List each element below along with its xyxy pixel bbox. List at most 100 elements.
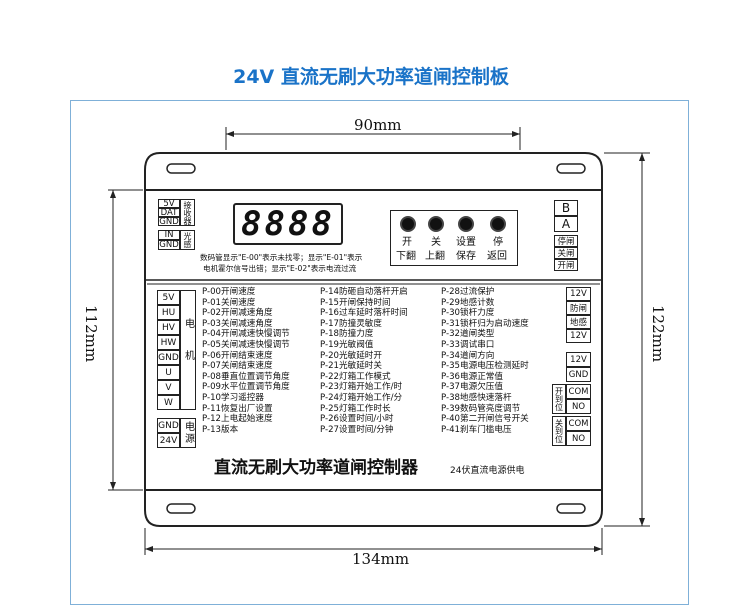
terminal-receiver-dat: DAT — [158, 208, 180, 218]
terminal-motor: HW — [157, 335, 180, 350]
display-note-line2: 电机霍尔信号出错；显示"E-02"表示电流过流 — [203, 264, 357, 273]
terminal-no: NO — [566, 399, 591, 414]
param-item: P-34道闸方向 — [441, 350, 495, 361]
param-item: P-12上电起始速度 — [202, 414, 273, 425]
param-item: P-17防撞灵敏度 — [320, 318, 382, 329]
param-item: P-24灯箱开始工作/分 — [320, 392, 403, 403]
terminal-a: A — [554, 216, 578, 232]
terminal-gnd: GND — [566, 367, 591, 382]
param-item: P-23灯箱开始工作/时 — [320, 382, 403, 393]
led-display: 8888 — [233, 203, 343, 245]
dimension-right: 122mm — [649, 305, 667, 363]
dimension-top: 90mm — [354, 116, 402, 134]
param-item: P-04开闸减速快慢调节 — [202, 329, 290, 340]
param-item: P-09水平位置调节角度 — [202, 382, 290, 393]
param-item: P-15开闸保持时间 — [320, 297, 391, 308]
diagram-frame — [70, 100, 689, 605]
param-item: P-16过车延时落杆时间 — [320, 308, 408, 319]
terminal-ground-sense: 地感 — [566, 315, 591, 329]
param-item: P-41刹车门槛电压 — [441, 424, 512, 435]
terminal-receiver-5v: 5V — [158, 199, 180, 209]
terminal-com: COM — [566, 416, 591, 431]
param-item: P-30锁杆力度 — [441, 308, 495, 319]
param-item: P-08垂直位置调节角度 — [202, 371, 290, 382]
param-item: P-11恢复出厂设置 — [202, 403, 273, 414]
button-label-close: 关 — [431, 237, 441, 248]
button-label-open: 开 — [402, 237, 412, 248]
terminal-close-gate: 关闸 — [554, 247, 578, 259]
param-item: P-22灯箱工作模式 — [320, 371, 391, 382]
terminal-motor: V — [157, 380, 180, 395]
param-item: P-27设置时间/分钟 — [320, 424, 394, 435]
button-label-stop: 停 — [493, 237, 503, 248]
close-up-button[interactable] — [428, 216, 444, 232]
param-item: P-32道闸类型 — [441, 329, 495, 340]
button-label-back: 返回 — [487, 251, 507, 262]
open-limit-label: 开到位 — [552, 384, 566, 414]
terminal-motor: HU — [157, 305, 180, 320]
terminal-motor: HV — [157, 320, 180, 335]
button-panel — [390, 210, 518, 266]
terminal-motor: U — [157, 365, 180, 380]
param-item: P-37电源欠压值 — [441, 382, 503, 393]
terminal-anti-smash: 防闸 — [566, 301, 591, 315]
terminal-motor: GND — [157, 350, 180, 365]
open-down-button[interactable] — [400, 216, 416, 232]
param-item: P-28过流保护 — [441, 287, 495, 297]
param-item: P-14防砸自动落杆开启 — [320, 287, 408, 297]
terminal-open-gate: 开闸 — [554, 259, 578, 271]
param-item: P-36电源正常值 — [441, 371, 503, 382]
param-item: P-33调试串口 — [441, 339, 495, 350]
param-item: P-02开闸减速角度 — [202, 308, 273, 319]
param-item: P-07关闸结束速度 — [202, 361, 273, 372]
param-item: P-26设置时间/小时 — [320, 414, 394, 425]
page-title: 24V 直流无刷大功率道闸控制板 — [233, 66, 509, 88]
param-item: P-35电源电压检测延时 — [441, 361, 529, 372]
button-label-set: 设置 — [456, 237, 476, 248]
terminal-12v: 12V — [566, 352, 591, 367]
param-list-col1: P-00开闸速度 P-01关闸速度 P-02开闸减速角度 P-03关闸减速角度 … — [202, 287, 290, 435]
button-label-up: 上翻 — [425, 251, 445, 262]
terminal-light-gnd: GND — [158, 240, 180, 250]
display-note-line1: 数码管显示"E-00"表示未找零；显示"E-01"表示 — [200, 253, 363, 262]
param-item: P-21光敏延时关 — [320, 361, 382, 372]
motor-label: 电机 — [180, 290, 196, 410]
param-item: P-05关闸减速快慢调节 — [202, 339, 290, 350]
param-list-col2: P-14防砸自动落杆开启 P-15开闸保持时间 P-16过车延时落杆时间 P-1… — [320, 287, 408, 435]
param-item: P-40第二开闸信号开关 — [441, 414, 529, 425]
button-label-down: 下翻 — [396, 251, 416, 262]
param-item: P-39数码管亮度调节 — [441, 403, 521, 414]
terminal-motor: 5V — [157, 290, 180, 305]
terminal-receiver-gnd: GND — [158, 216, 180, 227]
dimension-bottom: 134mm — [352, 550, 410, 568]
stop-back-button[interactable] — [490, 216, 506, 232]
param-item: P-25灯箱工作时长 — [320, 403, 391, 414]
light-label: 光感 — [180, 230, 195, 250]
terminal-12v: 12V — [566, 287, 591, 301]
param-item: P-31锁杆归为启动速度 — [441, 318, 529, 329]
dimension-left: 112mm — [82, 305, 100, 363]
terminal-com: COM — [566, 384, 591, 399]
terminal-power-24v: 24V — [157, 433, 180, 448]
terminal-stop-gate: 停闸 — [554, 235, 578, 247]
param-item: P-18防撞力度 — [320, 329, 374, 340]
param-list-col3: P-28过流保护 P-29地感计数 P-30锁杆力度 P-31锁杆归为启动速度 … — [441, 287, 529, 435]
terminal-12v: 12V — [566, 329, 591, 343]
terminal-power-gnd: GND — [157, 418, 180, 433]
param-item: P-06开闸结束速度 — [202, 350, 273, 361]
close-limit-label: 关到位 — [552, 416, 566, 446]
device-power-note: 24伏直流电源供电 — [450, 466, 525, 476]
param-item: P-03关闸减速角度 — [202, 318, 273, 329]
device-name: 直流无刷大功率道闸控制器 — [214, 458, 418, 478]
param-item: P-10学习遥控器 — [202, 392, 264, 403]
param-item: P-00开闸速度 — [202, 287, 256, 297]
set-save-button[interactable] — [458, 216, 474, 232]
power-label: 电源 — [180, 418, 196, 448]
param-item: P-13版本 — [202, 424, 239, 435]
terminal-light-in: IN — [158, 230, 180, 240]
param-item: P-01关闸速度 — [202, 297, 256, 308]
param-item: P-38地感快速落杆 — [441, 392, 512, 403]
button-label-save: 保存 — [456, 251, 476, 262]
param-item: P-20光敏延时开 — [320, 350, 382, 361]
